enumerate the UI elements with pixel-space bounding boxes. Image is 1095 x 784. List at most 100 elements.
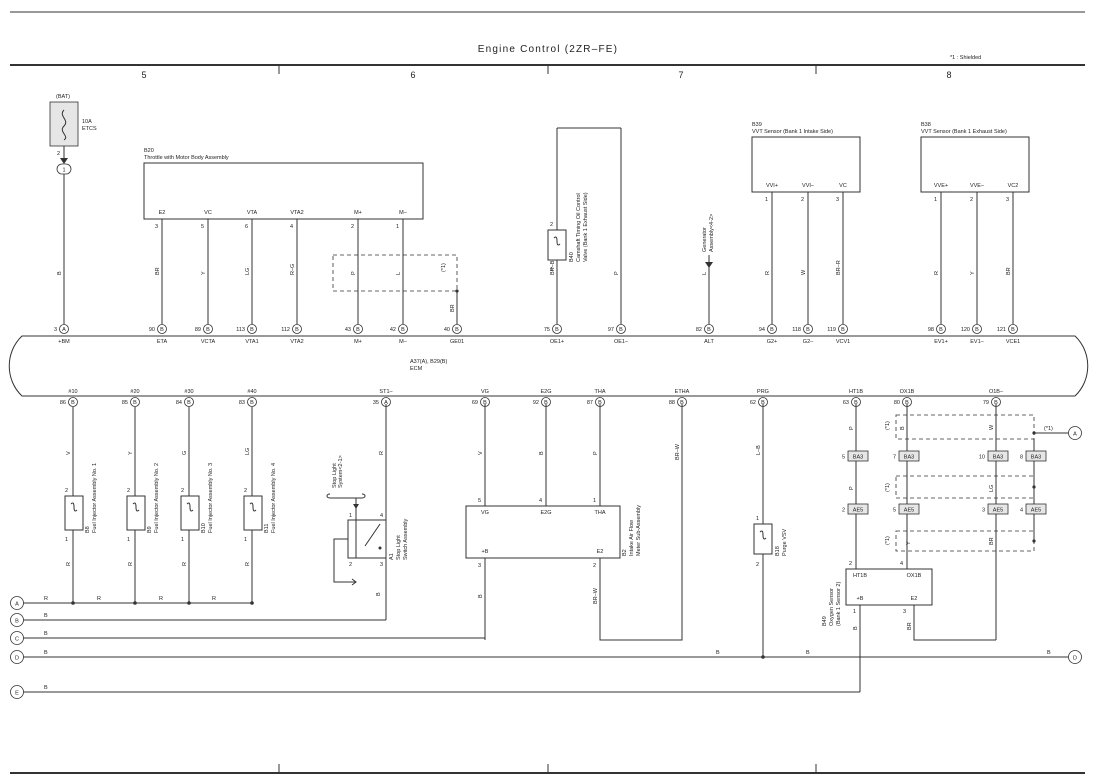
connector-letter: B [1011, 327, 1015, 333]
terminal-connector [130, 397, 140, 407]
connector-tag [847, 503, 869, 515]
switch-contact [378, 546, 382, 550]
terminal-pin: 88 [669, 400, 675, 406]
a1-name: Switch Assembly [403, 518, 409, 560]
bus-letter: E [15, 691, 19, 697]
terminal-name: ETA [157, 339, 168, 345]
injector-code: B10 [201, 523, 207, 533]
connector-letter: A [62, 327, 66, 333]
wire-color: B [539, 451, 545, 455]
connector-letter: B [133, 400, 137, 406]
b39-pin-name: VVI– [802, 183, 815, 189]
terminal-connector [616, 324, 626, 334]
wire-color: R [934, 271, 940, 275]
terminal-pin: 90 [149, 327, 155, 333]
wire-color: BR [155, 267, 161, 275]
b2-pin-name: E2G [540, 510, 551, 516]
connector-code: BA3 [1031, 455, 1041, 461]
ecm-terminal: B86#10V [60, 389, 78, 455]
arrow-down-icon [60, 158, 68, 164]
b2-code: B2 [622, 549, 628, 556]
b49-pin-number: 1 [853, 609, 856, 615]
terminal-name: VCE1 [1006, 339, 1020, 345]
connector-letter: B [187, 400, 191, 406]
b18-code: B18 [775, 546, 781, 556]
b49-code: B49 [822, 616, 828, 626]
ecm-outline [8, 335, 1089, 397]
connector-pin: 10 [979, 455, 985, 461]
wire-color: P [849, 426, 855, 430]
connector-letter: B [806, 327, 810, 333]
b49-pin-name: HT1B [853, 573, 867, 579]
grid-number-8: 8 [946, 70, 951, 80]
ecm-terminal: B85#20Y [122, 389, 140, 455]
b38-vvt-exhaust: B38 VVT Sensor (Bank 1 Exhaust Side) VVE… [920, 122, 1030, 324]
b18-pin: 2 [756, 562, 759, 568]
switch-box [347, 519, 387, 559]
bus-connector-icon[interactable] [1068, 426, 1082, 440]
b20-code: B20 [144, 148, 154, 154]
terminal-pin: 85 [122, 400, 128, 406]
terminal-pin: 119 [827, 327, 836, 333]
connector-letter: A [384, 400, 388, 406]
terminal-pin: 89 [195, 327, 201, 333]
wire-color: R [379, 451, 385, 455]
connector-pin: 5 [842, 455, 845, 461]
connector-code: BA3 [904, 455, 914, 461]
b38-code: B38 [921, 122, 931, 128]
wire-color: B [806, 650, 810, 656]
terminal-name: #10 [68, 389, 77, 395]
terminal-pin: 121 [997, 327, 1006, 333]
wire [913, 605, 996, 641]
injector-box [64, 495, 84, 531]
connector-code: AE5 [853, 508, 863, 514]
wire-color: B [376, 592, 382, 596]
wire-color: G [182, 451, 188, 455]
bus-a: AR [10, 596, 252, 610]
connector-letter: B [841, 327, 845, 333]
wire-color: BR [450, 304, 456, 312]
b20-pin-number: 1 [396, 224, 399, 230]
b2-pin-name: +B [482, 549, 489, 555]
bus-c: CB [10, 631, 485, 645]
terminal-pin: 84 [176, 400, 182, 406]
arrow-icon [351, 578, 357, 586]
injector-pin: 2 [244, 488, 247, 494]
wire-color: L [396, 272, 402, 275]
terminal-pin: 42 [390, 327, 396, 333]
wire-color: V [66, 451, 72, 455]
generator-ref: Generator Assembly<4-2> [702, 214, 715, 324]
terminal-pin: 113 [236, 327, 245, 333]
bus-connector-icon[interactable] [1068, 650, 1082, 664]
bus-letter: A [1073, 432, 1077, 438]
terminal-pin: 79 [983, 400, 989, 406]
wire-color: BR–B [550, 260, 556, 275]
b39-code: B39 [752, 122, 762, 128]
coil-icon [132, 502, 140, 512]
b40-name: Camshaft Timing Oil Control [576, 193, 582, 262]
shield-box [895, 475, 1035, 499]
coil-icon [553, 236, 561, 246]
b38-pin-number: 2 [970, 197, 973, 203]
connector-tag [898, 450, 920, 462]
injector-pin: 2 [127, 488, 130, 494]
connector-letter: B [680, 400, 684, 406]
b49-pin-name: OX1B [907, 573, 922, 579]
battery-label: (BAT) [56, 94, 70, 100]
wire-color: R [44, 596, 48, 602]
terminal-name: HT1B [849, 389, 863, 395]
